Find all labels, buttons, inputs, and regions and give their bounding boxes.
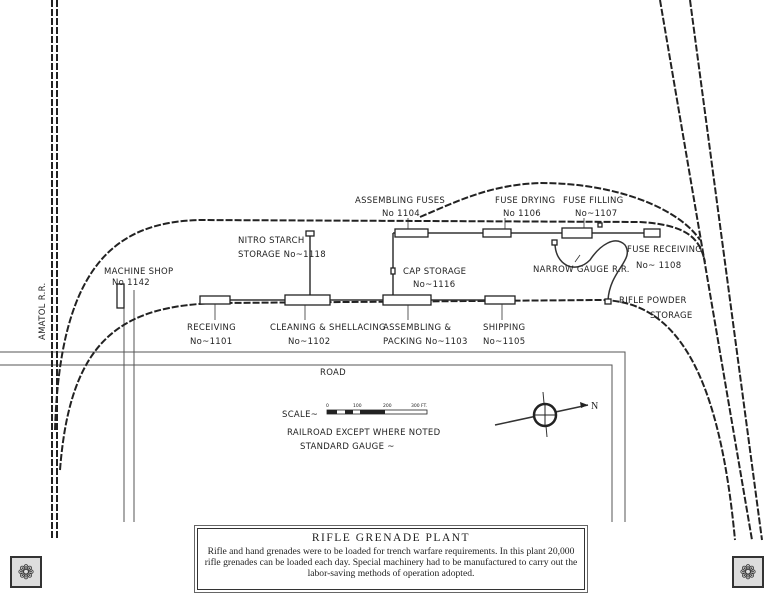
railroad-note: RAILROAD EXCEPT WHERE NOTED (287, 428, 441, 438)
fuse-filling-number: No~1107 (575, 209, 617, 219)
scale-label: SCALE~ (282, 410, 318, 420)
compass-icon: N (494, 391, 598, 438)
building-fuse-drying (482, 228, 512, 238)
north-label: N (591, 401, 598, 412)
leaders (214, 218, 585, 320)
marker (597, 222, 603, 228)
cap-storage-number: No~1116 (413, 280, 455, 290)
narrow-gauge-railroad (554, 240, 628, 301)
shipping-label: SHIPPING (483, 323, 525, 333)
road (0, 290, 626, 522)
fuse-receiving-label: FUSE RECEIVING (627, 245, 702, 255)
fuse-receiving-number: No~ 1108 (636, 261, 681, 271)
receiving-label: RECEIVING (187, 323, 236, 333)
building-cap-storage (390, 267, 396, 275)
receiving-number: No~1101 (190, 337, 232, 347)
narrow-gauge-end (551, 239, 558, 246)
building-fuse-filling (561, 227, 593, 239)
building-receiving (199, 295, 231, 305)
machine-shop-number: No 1142 (112, 278, 150, 288)
building-cleaning (284, 294, 331, 306)
railroad (51, 0, 763, 541)
fuse-drying-number: No 1106 (503, 209, 541, 219)
nitro-starch-storage (305, 230, 315, 237)
caption-text: Rifle and hand grenades were to be loade… (204, 546, 578, 579)
caption-title: RIFLE GRENADE PLANT (311, 532, 471, 544)
scale-tick-0: 0 (326, 403, 329, 409)
assembling-number: PACKING No~1103 (383, 337, 468, 347)
fuse-filling-label: FUSE FILLING (563, 196, 624, 206)
nitro-starch-number: STORAGE No~1118 (238, 250, 326, 260)
rifle-powder-label: RIFLE POWDER (619, 296, 687, 306)
scale-tick-100: 100 (353, 403, 362, 409)
building-machine-shop (116, 283, 125, 309)
rifle-powder-label-2: STORAGE (650, 311, 693, 321)
building-fuse-receiving (643, 228, 661, 238)
assembling-fuses-number: No 1104 (382, 209, 420, 219)
cap-storage-label: CAP STORAGE (403, 267, 466, 277)
shipping-number: No~1105 (483, 337, 525, 347)
rifle-powder-storage (604, 298, 612, 305)
nitro-starch-label: NITRO STARCH (238, 236, 305, 246)
scale-bar: SCALE~ 0 100 200 300 FT. (282, 403, 428, 420)
building-assembling (382, 294, 432, 306)
caption-box: RIFLE GRENADE PLANT Rifle and hand grena… (194, 525, 588, 593)
narrow-gauge-label: NARROW GAUGE R.R. (533, 265, 630, 275)
fuse-drying-label: FUSE DRYING (495, 196, 555, 206)
scale-tick-300: 300 FT. (411, 403, 427, 409)
machine-shop-label: MACHINE SHOP (104, 267, 173, 277)
road-label: ROAD (320, 368, 346, 378)
assembling-label: ASSEMBLING & (383, 323, 451, 333)
scale-tick-200: 200 (383, 403, 392, 409)
assembling-fuses-label: ASSEMBLING FUSES (355, 196, 445, 206)
amatol-railroad-label: AMATOL R.R. (38, 282, 48, 340)
cleaning-label: CLEANING & SHELLACING (270, 323, 386, 333)
building-shipping (484, 295, 516, 305)
building-assembling-fuses (394, 228, 429, 238)
cleaning-number: No~1102 (288, 337, 330, 347)
railroad-note-2: STANDARD GAUGE ~ (300, 442, 395, 452)
corner-ornament-icon: ❁ (10, 556, 42, 588)
corner-ornament-icon: ❁ (732, 556, 764, 588)
